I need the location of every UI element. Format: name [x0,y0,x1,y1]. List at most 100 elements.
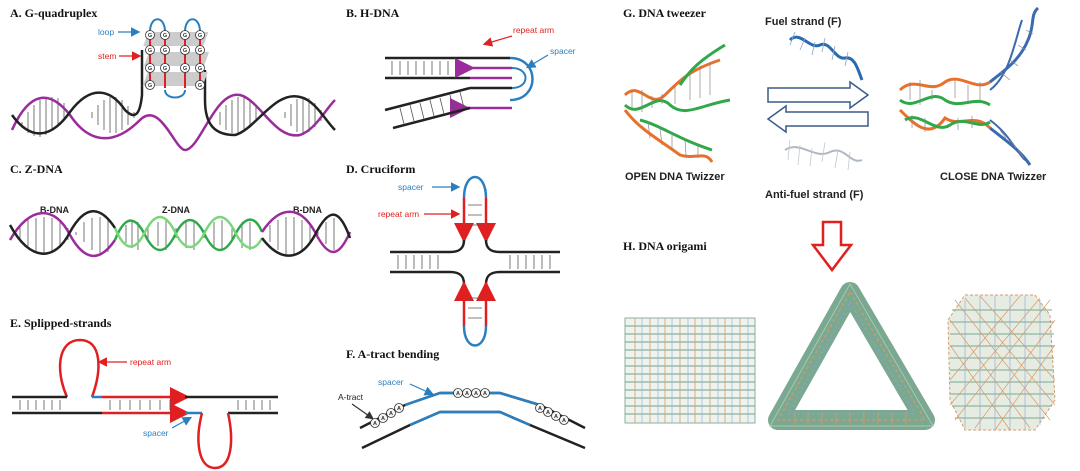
g-base: G [148,83,152,89]
slipped-spacer-arrow [171,416,193,429]
h-dna-lower-strand-2 [392,106,471,130]
h-dna-top-hatch [391,61,457,75]
slipped-spacer-label: spacer [143,428,169,438]
panel-g-dna-tweezer: G. DNA tweezer Fuel strand (F) Anti-fuel… [623,6,1047,273]
antifuel-strand-hatch [787,139,851,171]
panel-d-cruciform: D. Cruciform spacer repeat arm [346,162,560,347]
z-dna-purple-strand-right [260,210,352,254]
z-dna-right-label: B-DNA [293,205,322,215]
h-dna-repeat-arm-label: repeat arm [513,25,554,35]
cruciform-top-hatch [468,204,482,226]
panel-c-z-dna: C. Z-DNA B-DNA Z-DNA B-DNA [8,162,352,258]
g-quad-g-bases: G G G G G G G G G G G G G G [145,30,205,90]
panel-b-title: B. H-DNA [346,6,400,20]
g-base: G [198,33,202,39]
cruciform-mid-hatch [397,255,551,269]
g-quad-plate-3 [142,72,208,86]
g-quad-plate-1 [143,32,209,46]
a-base: A [373,421,377,427]
g-base: G [198,48,202,54]
a-base: A [562,418,566,424]
g-base: G [183,33,187,39]
close-tweezer-label: CLOSE DNA Twizzer [940,171,1047,183]
cruciform-bottom-hatch [468,297,482,319]
down-arrow-icon [810,220,854,273]
panel-h-title: H. DNA origami [623,239,707,253]
g-base: G [148,66,152,72]
a-base: A [381,416,385,422]
a-base: A [554,414,558,420]
g-quad-stem-label: stem [98,51,116,61]
a-base: A [397,406,401,412]
z-dna-green-strand-1 [113,218,264,252]
z-dna-dark-strand-right [261,213,352,257]
origami-square-icon [624,317,756,424]
panel-b-h-dna: B. H-DNA repeat arm spacer [346,6,576,130]
a-tract-spacer-label: spacer [378,377,404,387]
panel-a-title: A. G-quadruplex [10,6,97,20]
g-base: G [163,33,167,39]
panel-e-slipped-strands: E. Splipped-strands repeat arm spacer [10,316,278,470]
open-tweezer-label: OPEN DNA Twizzer [625,171,725,183]
origami-dense-icon [947,294,1056,431]
open-tweezer-icon [623,43,731,163]
cruciform-top-loop [462,176,488,199]
cruciform-repeat-arm-label: repeat arm [378,209,419,219]
panel-d-title: D. Cruciform [346,162,415,176]
a-base: A [389,411,393,417]
fuel-strand-icon [788,35,864,81]
a-base: A [538,406,542,412]
h-dna-lower-hatch [399,91,465,125]
a-tract-arrow [351,403,374,420]
panel-a-g-quadruplex: A. G-quadruplex [10,6,336,152]
z-dna-left-label: B-DNA [40,205,69,215]
g-base: G [163,48,167,54]
antifuel-strand-label: Anti-fuel strand (F) [765,189,864,201]
z-dna-middle-label: Z-DNA [162,205,190,215]
panel-g-title: G. DNA tweezer [623,6,707,20]
g-base: G [163,66,167,72]
a-tract-spacer-arrow [409,383,435,396]
panel-f-a-tract-bending: F. A-tract bending spacer A-tract A A A … [338,347,586,450]
close-tweezer-icon [898,6,1040,166]
g-quad-loop-label: loop [98,27,114,37]
cruciform-lower-strand [390,270,560,285]
z-dna-green-strand-2 [113,215,264,249]
h-dna-spacer-arrow [525,54,549,69]
g-base: G [183,66,187,72]
g-quad-loops [149,18,201,99]
z-dna-purple-strand [8,211,117,258]
g-base: G [148,48,152,54]
g-quad-purple-strand [10,93,336,152]
z-dna-hatch [19,217,335,255]
a-tract-lower-blue [409,410,531,427]
slipped-hatch [19,400,271,410]
fuel-strand-hatch [789,31,849,67]
a-tract-label: A-tract [338,392,364,402]
a-base: A [474,391,478,397]
g-quad-plate-2 [143,52,210,66]
g-base: G [148,33,152,39]
cruciform-spacer-label: spacer [398,182,424,192]
cruciform-upper-strand [390,239,560,254]
a-tract-bases: A A A A A A A A A A A A [370,388,569,428]
h-dna-inner-loop [511,67,527,89]
g-base: G [198,83,202,89]
a-base: A [546,410,550,416]
g-quad-stem-lines [149,35,201,88]
slipped-repeat-arm-label: repeat arm [130,357,171,367]
a-base: A [465,391,469,397]
slipped-top-loop [58,338,100,398]
g-base: G [183,48,187,54]
g-quad-dark-strand [10,50,336,137]
g-base: G [198,66,202,72]
panel-f-title: F. A-tract bending [346,347,439,361]
panel-e-title: E. Splipped-strands [10,316,112,330]
h-dna-spacer-loop [509,56,534,102]
panel-c-title: C. Z-DNA [10,162,63,176]
antifuel-strand-icon [784,146,863,162]
origami-triangle-icon [768,282,935,430]
tweezer-backward-arrow [766,104,869,134]
g-quad-helix-hatch [21,97,322,137]
